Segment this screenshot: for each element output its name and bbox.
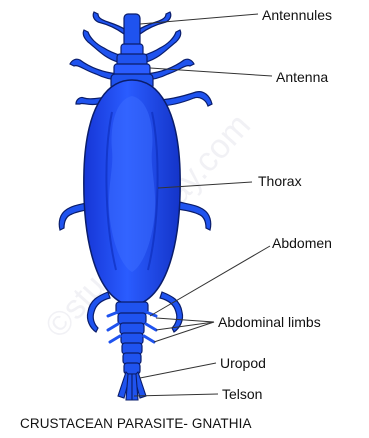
figure-caption: CRUSTACEAN PARASITE- GNATHIA bbox=[20, 416, 252, 431]
label-antennules: Antennules bbox=[262, 7, 332, 23]
thorax-body bbox=[84, 80, 180, 306]
label-thorax: Thorax bbox=[258, 173, 302, 189]
label-antenna: Antenna bbox=[276, 69, 328, 85]
label-telson: Telson bbox=[222, 386, 262, 402]
label-uropod: Uropod bbox=[220, 355, 266, 371]
label-abdomen: Abdomen bbox=[272, 235, 332, 251]
label-abdominal-limbs: Abdominal limbs bbox=[218, 314, 321, 330]
abdomen-segments bbox=[116, 302, 148, 374]
